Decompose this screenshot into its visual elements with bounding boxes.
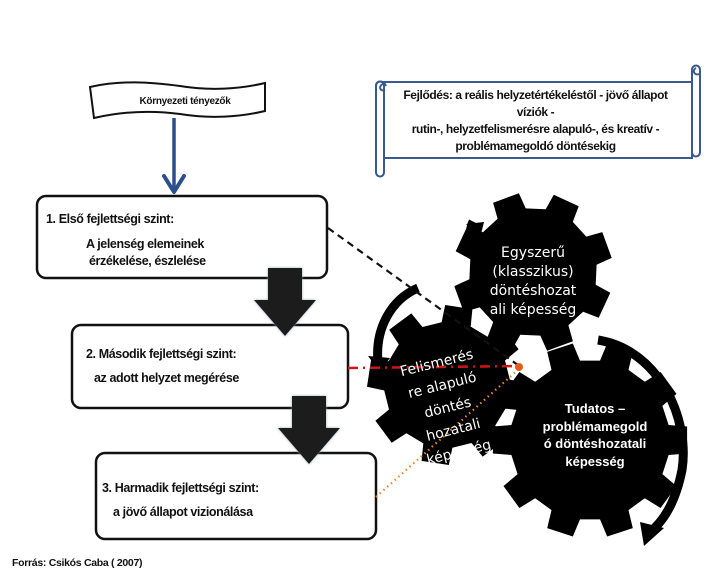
gear-shape [492, 343, 688, 537]
environment-banner-shape [88, 81, 266, 120]
level-3-description: a jövő állapot vizionálása [113, 505, 253, 519]
level-2-box [70, 323, 350, 410]
gear-3-label: Tudatos – problémamegold ó döntéshozatal… [535, 400, 655, 470]
environment-arrow [162, 118, 186, 194]
gear-3-line: Tudatos – [564, 401, 626, 416]
curved-arrow-gear3 [597, 335, 688, 546]
gear-shape [454, 193, 612, 351]
gear-3-line: képesség [565, 453, 625, 469]
level-3-title: 3. Harmadik fejlettségi szint: [102, 481, 259, 495]
gear-recognition-decision [367, 305, 527, 465]
scroll-banner-text: Fejlődés: a reális helyzetértékeléstől -… [383, 87, 688, 155]
level-3-box [94, 451, 378, 541]
gear-3-line: ó döntéshozatali [543, 436, 647, 451]
connector-level3-dotted [375, 367, 521, 498]
level-2-description: az adott helyzet megérése [94, 371, 239, 385]
environment-banner-label: Környezeti tényezők [139, 96, 231, 107]
connector-level2-dashdot [347, 364, 521, 370]
scroll-line: Fejlődés: a reális helyzetértékeléstől -… [403, 88, 668, 102]
gear-1-line: (klasszikus) [492, 264, 574, 280]
gear-shape [367, 305, 527, 465]
source-citation: Forrás: Csikós Caba ( 2007) [12, 557, 143, 569]
gear-simple-decision [454, 193, 612, 351]
block-arrow-1-to-2 [254, 268, 316, 336]
scroll-line: problémamegoldó döntésekig [455, 139, 616, 153]
gear-1-label: Egyszerű (klasszikus) döntéshozat ali ké… [468, 244, 598, 320]
scroll-line: víziók - [516, 105, 555, 119]
gear-1-line: ali képesség [489, 302, 577, 318]
gear-problem-solving-decision [492, 343, 688, 537]
level-1-box [35, 194, 329, 280]
connector-level1-dashed [327, 227, 523, 369]
level-1-title: 1. Első fejlettségi szint: [46, 212, 174, 226]
gear-1-line: Egyszerű [501, 245, 565, 261]
scroll-banner-shape [375, 64, 701, 178]
level-2-title: 2. Második fejlettségi szint: [86, 347, 237, 361]
gear-1-line: döntéshozat [489, 283, 577, 299]
level-1-description: A jelenség elemeinek érzékelése, észlelé… [86, 236, 256, 270]
connector-hub [515, 363, 523, 371]
curved-arrow-gear1 [466, 219, 487, 262]
curved-arrow-gear2 [368, 283, 420, 372]
block-arrow-2-to-3 [278, 396, 340, 464]
level-1-desc-line: A jelenség elemeinek [86, 237, 204, 251]
gear-3-line: problémamegold [542, 418, 648, 434]
level-1-desc-line: érzékelése, észlelése [89, 254, 206, 268]
scroll-line: rutin-, helyzetfelismerésre alapuló-, és… [411, 122, 660, 136]
